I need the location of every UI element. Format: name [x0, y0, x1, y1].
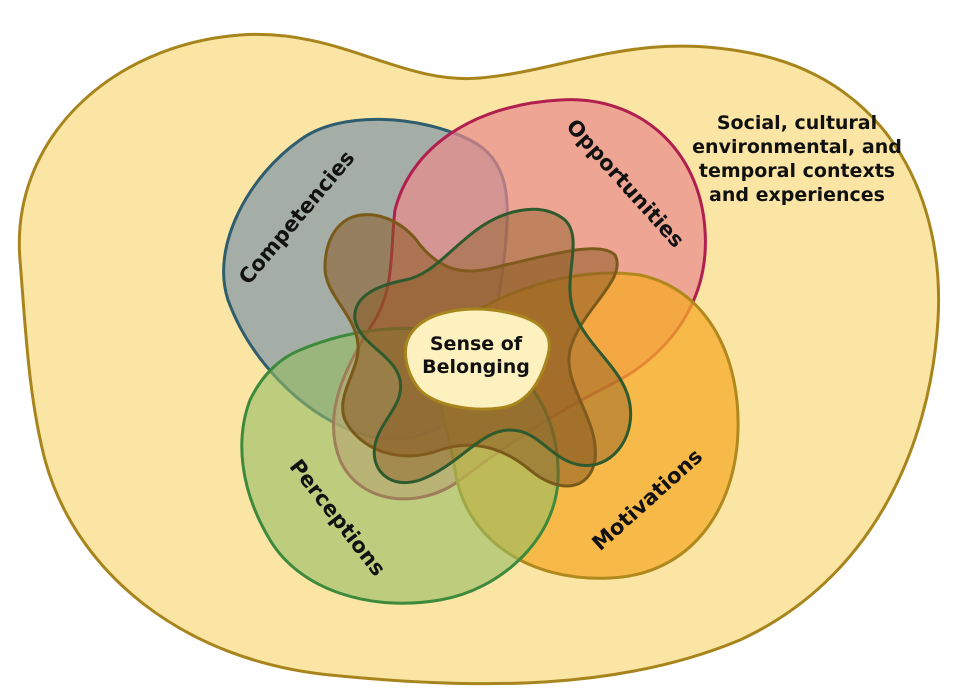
core-label-line-1: Sense of [430, 333, 523, 355]
context-label-line-2: environmental, and [692, 136, 902, 158]
core-label: Sense of Belonging [422, 333, 530, 378]
core-label-line-2: Belonging [422, 356, 530, 378]
context-label-line-4: and experiences [709, 184, 885, 206]
context-label: Social, cultural environmental, and temp… [692, 112, 902, 206]
sense-of-belonging-core [404, 307, 551, 411]
context-label-line-3: temporal contexts [699, 160, 895, 182]
context-label-line-1: Social, cultural [717, 112, 877, 134]
